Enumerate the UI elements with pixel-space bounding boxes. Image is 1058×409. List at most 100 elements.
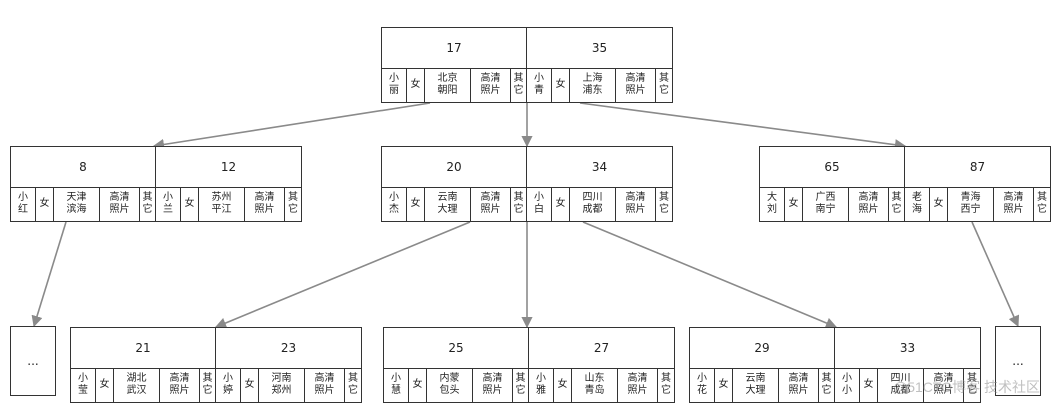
field-name-text: 小花 <box>697 373 707 396</box>
field-other-text: 其它 <box>142 192 153 215</box>
key-value: 65 <box>760 147 904 188</box>
key-value: 27 <box>529 328 674 369</box>
field-other: 其它 <box>656 187 672 221</box>
field-photo: 高清照片 <box>245 187 285 221</box>
field-other-text: 其它 <box>202 373 213 396</box>
record-fields: 小莹女湖北武汉高清照片其它 <box>71 368 215 402</box>
record-fields: 小花女云南大理高清照片其它 <box>690 368 834 402</box>
field-name-text: 小杰 <box>389 192 399 215</box>
field-other: 其它 <box>511 68 526 102</box>
record-fields: 小雅女山东青岛 高清照片其它 <box>529 368 674 402</box>
field-other-text: 其它 <box>661 373 671 396</box>
field-name-text: 老海 <box>912 192 922 215</box>
field-name: 小婷 <box>216 368 241 402</box>
field-place: 四川成都 <box>570 187 616 221</box>
field-name: 小慧 <box>384 368 409 402</box>
field-name: 小花 <box>690 368 715 402</box>
field-gender: 女 <box>930 187 948 221</box>
key-value: 25 <box>384 328 528 369</box>
edge-root-to-l1-left <box>152 102 431 150</box>
field-place: 河南郑州 <box>259 368 305 402</box>
key-value: 8 <box>11 147 155 188</box>
field-photo: 高清照片 <box>473 368 513 402</box>
field-other-text: 其它 <box>1037 192 1047 215</box>
key-value: 87 <box>905 147 1050 188</box>
field-place-text: 四川成都 <box>890 373 911 396</box>
field-place: 山东青岛 <box>572 368 618 402</box>
field-other-text: 其它 <box>659 73 669 96</box>
field-name: 小雅 <box>529 368 554 402</box>
field-gender-text: 女 <box>99 379 110 390</box>
field-photo-text: 高清照片 <box>627 373 648 396</box>
field-name: 小红 <box>11 187 36 221</box>
record-fields: 小慧女内蒙包头高清照片其它 <box>384 368 528 402</box>
record-fields: 小小女四川成都高清照片其它 <box>835 368 980 402</box>
field-photo-text: 高清照片 <box>480 73 501 96</box>
key-value: 20 <box>382 147 526 188</box>
field-photo: 高清照片 <box>849 187 889 221</box>
field-other-text: 其它 <box>288 192 298 215</box>
field-other: 其它 <box>819 368 834 402</box>
record-fields: 小红女天津滨海高清照片其它 <box>11 187 155 221</box>
field-photo-text: 高清照片 <box>933 373 954 396</box>
field-name-text: 大刘 <box>767 192 777 215</box>
field-photo: 高清照片 <box>471 187 511 221</box>
edge-l1-left-to-ellipsis <box>31 221 67 328</box>
field-photo: 高清照片 <box>160 368 200 402</box>
edge-l1-right-to-ellipsis <box>971 221 1020 328</box>
field-other-text: 其它 <box>348 373 358 396</box>
field-place-text: 山东青岛 <box>584 373 605 396</box>
field-gender-text: 女 <box>933 198 944 209</box>
field-gender: 女 <box>785 187 803 221</box>
field-other: 其它 <box>513 368 528 402</box>
field-gender: 女 <box>554 368 572 402</box>
field-other: 其它 <box>140 187 155 221</box>
field-gender: 女 <box>715 368 733 402</box>
field-photo: 高清照片 <box>616 187 656 221</box>
field-other-text: 其它 <box>659 192 669 215</box>
field-gender: 女 <box>407 187 425 221</box>
field-gender: 女 <box>181 187 199 221</box>
field-photo: 高清照片 <box>618 368 658 402</box>
record-fields: 小兰女苏州平江高清照片其它 <box>156 187 301 221</box>
field-gender-text: 女 <box>555 79 566 90</box>
field-gender-text: 女 <box>410 198 421 209</box>
field-photo: 高清照片 <box>616 68 656 102</box>
field-place-text: 云南大理 <box>437 192 458 215</box>
field-place: 广西南宁 <box>803 187 849 221</box>
field-other: 其它 <box>1034 187 1050 221</box>
record-fields: 小丽女北京朝阳高清照片其它 <box>382 68 526 102</box>
field-place-text: 苏州平江 <box>211 192 232 215</box>
field-other-text: 其它 <box>891 192 902 215</box>
field-gender-text: 女 <box>863 379 874 390</box>
field-place: 北京朝阳 <box>425 68 471 102</box>
field-name: 小白 <box>527 187 552 221</box>
field-name: 小青 <box>527 68 552 102</box>
key-block: 65 大刘女广西南宁高清照片其它 <box>759 146 905 222</box>
field-place: 苏州平江 <box>199 187 245 221</box>
field-name: 小丽 <box>382 68 407 102</box>
field-other: 其它 <box>200 368 215 402</box>
field-place: 上海浦东 <box>570 68 616 102</box>
field-other: 其它 <box>658 368 674 402</box>
field-place-text: 云南大理 <box>745 373 766 396</box>
field-gender: 女 <box>241 368 259 402</box>
field-other: 其它 <box>889 187 904 221</box>
field-name-text: 小莹 <box>78 373 88 396</box>
field-photo: 高清照片 <box>305 368 345 402</box>
field-name-text: 小小 <box>842 373 852 396</box>
field-place-text: 广西南宁 <box>815 192 836 215</box>
field-name-text: 小婷 <box>223 373 233 396</box>
field-place: 湖北武汉 <box>114 368 160 402</box>
field-gender-text: 女 <box>244 379 255 390</box>
field-name-text: 小兰 <box>163 192 173 215</box>
